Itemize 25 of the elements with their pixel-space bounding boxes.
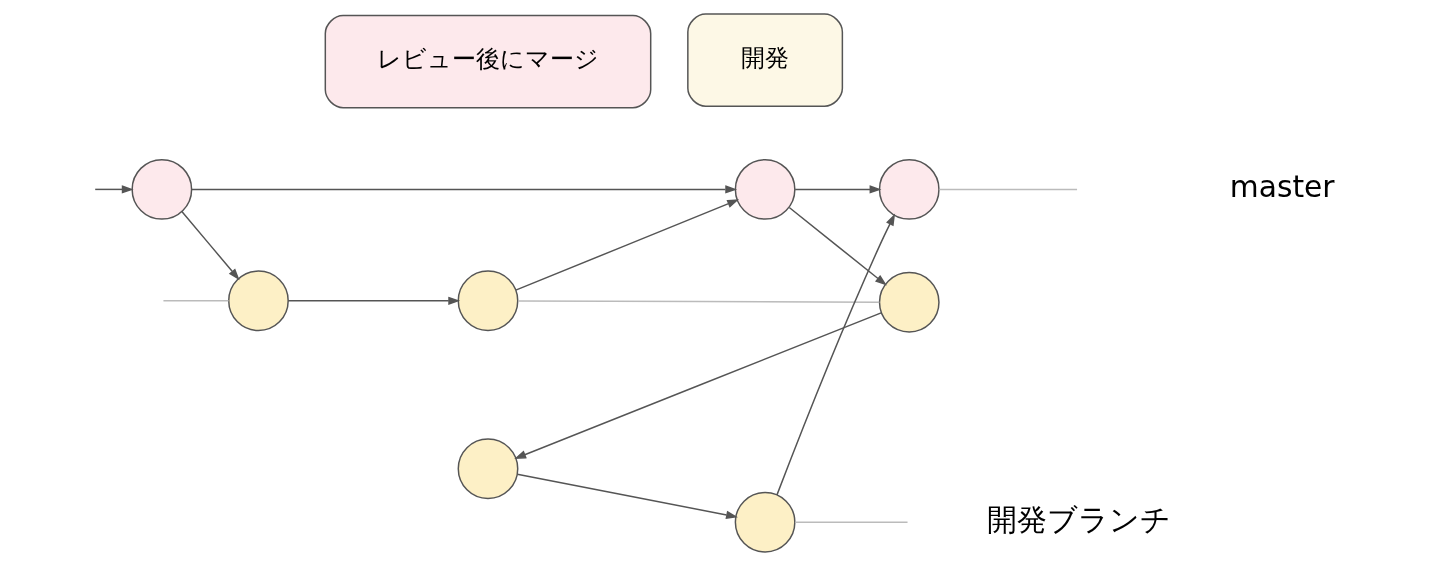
node-circle (131, 158, 193, 220)
connector (938, 188, 1078, 191)
arrow (515, 199, 740, 291)
connector (794, 521, 909, 523)
node-circle (734, 491, 796, 553)
arrow (776, 213, 896, 496)
arrow (516, 473, 738, 519)
arrow (514, 312, 882, 459)
node-circle (457, 270, 519, 332)
arrow (788, 206, 887, 286)
arrow (191, 185, 738, 194)
label: 開発ブランチ (986, 501, 1171, 537)
arrow (181, 210, 240, 281)
arrow (287, 296, 461, 305)
arrow (794, 185, 882, 194)
node-box: 開発 (687, 13, 844, 107)
connector (517, 300, 881, 303)
node-circle (734, 158, 796, 220)
node-box: レビュー後にマージ (324, 14, 652, 109)
connector (162, 300, 230, 302)
node-circle (878, 158, 940, 220)
arrow (94, 185, 134, 194)
label: master (1229, 168, 1335, 204)
node-circle (457, 438, 519, 500)
node-circle (878, 271, 940, 333)
